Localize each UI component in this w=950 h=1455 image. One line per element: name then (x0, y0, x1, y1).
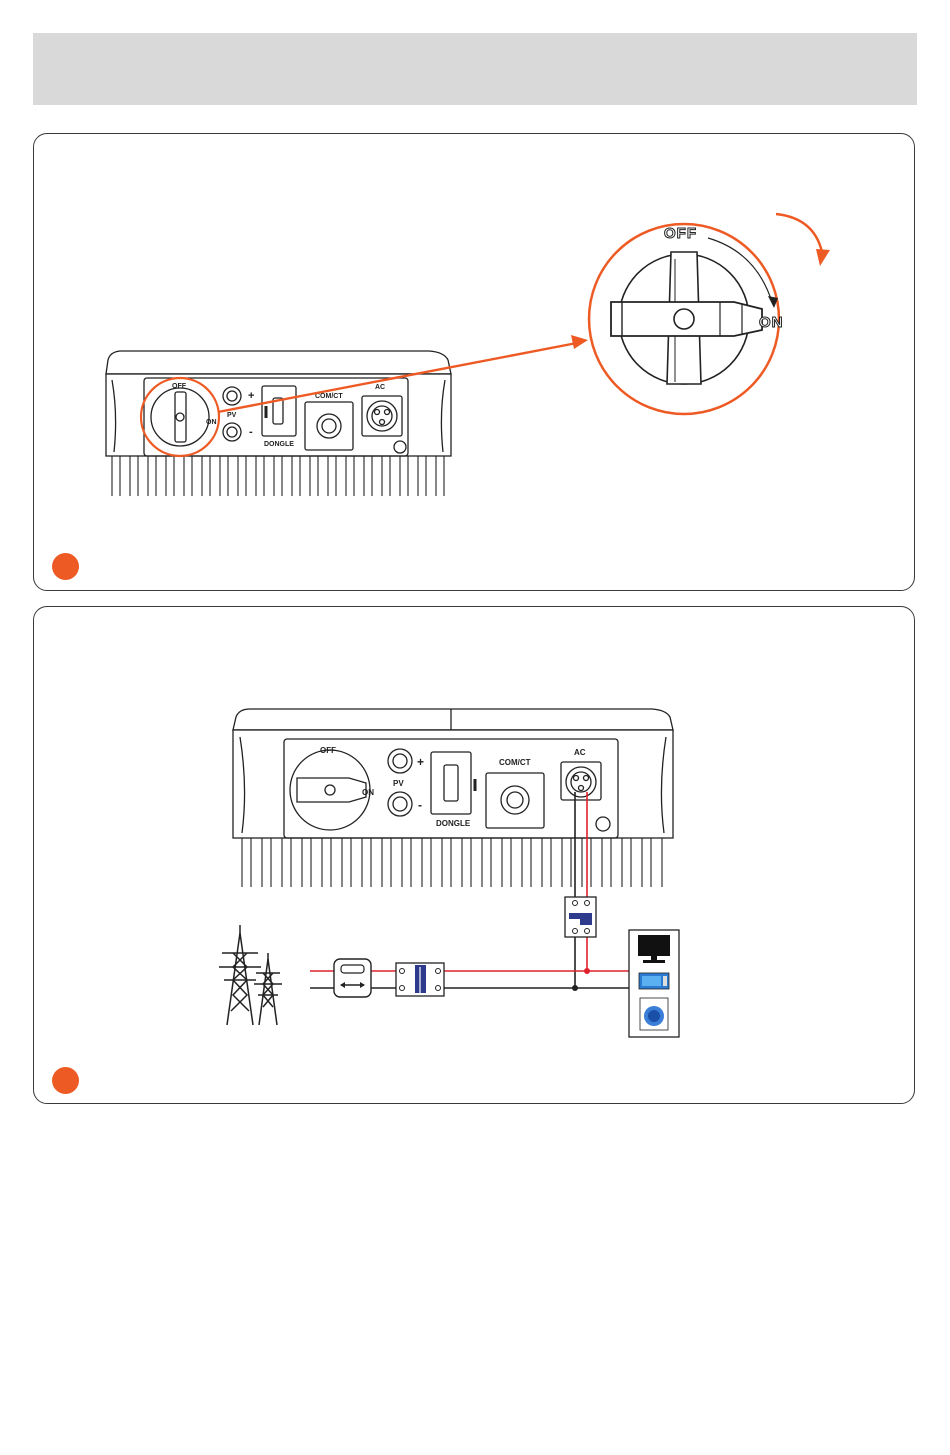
energy-meter-icon (334, 959, 371, 997)
header-bar (33, 33, 917, 105)
ac-circuit-breaker-icon (565, 897, 596, 937)
step-2-marker (52, 1067, 79, 1094)
power-tower-icon (219, 925, 282, 1025)
rotate-direction-arrow (776, 214, 822, 252)
rotate-arrowhead (816, 249, 830, 266)
step2-diagram: OFF ON PV + - DONGLE COM/CT AC (34, 607, 916, 1105)
pv-label: PV (227, 412, 237, 419)
pv-minus: - (249, 426, 253, 438)
inverter-front-view-2 (233, 709, 673, 887)
com-label: COM/CT (315, 393, 343, 400)
dongle-label: DONGLE (264, 441, 294, 448)
washing-machine-icon (640, 998, 668, 1030)
pv-plus: + (248, 390, 254, 402)
com-label-2: COM/CT (499, 758, 531, 767)
switch-zoom-view (589, 224, 779, 414)
pv-minus-2: - (418, 798, 422, 812)
live-junction (584, 968, 590, 974)
zoom-pointer-arrowhead (571, 335, 588, 349)
ac-label: AC (375, 384, 385, 391)
zoom-off-label: OFF (664, 225, 697, 242)
step2-panel: OFF ON PV + - DONGLE COM/CT AC (33, 606, 915, 1104)
zoom-on-label: ON (759, 314, 784, 331)
microwave-icon (639, 973, 669, 989)
switch-off-label-2: OFF (320, 746, 336, 755)
step1-panel: OFF ON PV + - DONGLE COM/CT AC (33, 133, 915, 591)
dongle-label-2: DONGLE (436, 819, 471, 828)
switch-on-label-2: ON (362, 788, 374, 797)
ac-label-2: AC (574, 748, 586, 757)
household-loads (629, 930, 679, 1037)
step1-diagram: OFF ON PV + - DONGLE COM/CT AC (34, 134, 916, 592)
neutral-junction (572, 985, 578, 991)
pv-label-2: PV (393, 779, 404, 788)
inverter-front-view (106, 351, 451, 496)
pv-plus-2: + (417, 755, 424, 769)
switch-off-label: OFF (172, 383, 187, 390)
grid-circuit-breaker-icon (396, 963, 444, 996)
step-1-marker (52, 553, 79, 580)
switch-on-label: ON (206, 419, 217, 426)
